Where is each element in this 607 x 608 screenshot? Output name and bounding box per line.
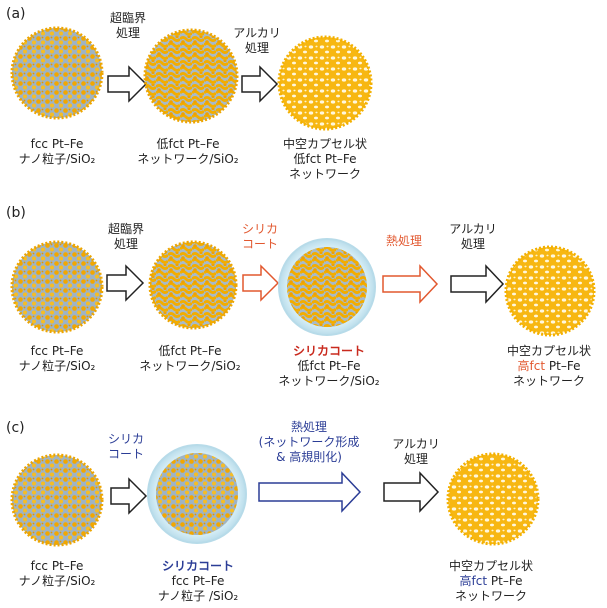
panel-c-step2-label: 熱処理 (ネットワーク形成 & 高規則化) bbox=[259, 420, 360, 465]
panel-a-caption-2-line2: ネットワーク/SiO₂ bbox=[137, 152, 239, 166]
panel-b-caption-3-line2: ネットワーク/SiO₂ bbox=[278, 374, 380, 388]
panel-b-silica-coated-network bbox=[278, 238, 376, 336]
panel-c-caption-1-line2: ナノ粒子/SiO₂ bbox=[18, 574, 96, 588]
panel-a-caption-3-line2: 低fct Pt–Fe bbox=[293, 152, 357, 166]
panel-a-caption-1-line2: ナノ粒子/SiO₂ bbox=[18, 152, 96, 166]
panel-c-caption-2-line1: fcc Pt–Fe bbox=[171, 574, 225, 588]
panel-a-step1-label: 超臨界 処理 bbox=[110, 11, 146, 41]
panel-c-caption-3: 中空カプセル状 高fct Pt–Fe ネットワーク bbox=[449, 559, 533, 604]
panel-c-step2-line3: & 高規則化) bbox=[276, 450, 342, 464]
panel-a-particle-network bbox=[143, 28, 239, 124]
panel-b-caption-2: 低fct Pt–Fe ネットワーク/SiO₂ bbox=[139, 344, 240, 374]
panel-b-label: (b) bbox=[6, 205, 26, 221]
panel-b-particle-network bbox=[148, 240, 238, 330]
panel-c-caption-1-line1: fcc Pt–Fe bbox=[30, 559, 84, 573]
panel-c-step3-line2: 処理 bbox=[403, 452, 428, 466]
panel-c-step1-line2: コート bbox=[107, 447, 145, 461]
panel-c-hollow-capsule bbox=[446, 452, 540, 546]
panel-b-step2-label: シリカ コート bbox=[242, 222, 278, 252]
panel-b-step1-label: 超臨界 処理 bbox=[108, 222, 144, 252]
panel-c-caption-2-title: シリカコート bbox=[161, 559, 234, 573]
panel-b-caption-4-line1: 中空カプセル状 bbox=[506, 344, 592, 358]
panel-c-caption-1: fcc Pt–Fe ナノ粒子/SiO₂ bbox=[19, 559, 96, 589]
panel-c-caption-3-line1: 中空カプセル状 bbox=[448, 559, 534, 573]
panel-b-step2-line2: コート bbox=[241, 237, 279, 251]
panel-b-caption-4-rest: Pt–Fe bbox=[545, 359, 581, 373]
panel-b-step3-label: 熱処理 bbox=[385, 234, 423, 248]
panel-b-arrow-1 bbox=[106, 264, 145, 302]
panel-c-step3-line1: アルカリ bbox=[392, 437, 440, 451]
panel-a-step1-line2: 処理 bbox=[115, 26, 141, 40]
panel-b-caption-2-line1: 低fct Pt–Fe bbox=[158, 344, 222, 358]
panel-b-caption-3-title: シリカコート bbox=[292, 344, 366, 358]
panel-a-caption-2-line1: 低fct Pt–Fe bbox=[156, 137, 220, 151]
panel-b-caption-4-line2: 高fct Pt–Fe bbox=[507, 359, 591, 374]
panel-b-caption-4: 中空カプセル状 高fct Pt–Fe ネットワーク bbox=[507, 344, 591, 389]
panel-a-hollow-capsule bbox=[277, 35, 373, 131]
panel-a-caption-1: fcc Pt–Fe ナノ粒子/SiO₂ bbox=[19, 137, 96, 167]
panel-c-arrow-1 bbox=[110, 477, 148, 515]
panel-b-caption-4-line3: ネットワーク bbox=[512, 374, 586, 388]
panel-c-caption-3-highlight: 高fct bbox=[459, 574, 488, 588]
panel-b-caption-4-highlight: 高fct bbox=[517, 359, 546, 373]
panel-c-particle-solid bbox=[10, 453, 104, 547]
panel-c-label: (c) bbox=[6, 420, 25, 436]
panel-a-step2-line1: アルカリ bbox=[233, 26, 281, 40]
panel-c-caption-2: シリカコート fcc Pt–Fe ナノ粒子 /SiO₂ bbox=[158, 559, 238, 604]
panel-b-arrow-2-red bbox=[242, 264, 280, 302]
panel-c-caption-2-line2: ナノ粒子 /SiO₂ bbox=[157, 589, 239, 603]
panel-a-caption-1-line1: fcc Pt–Fe bbox=[30, 137, 84, 151]
panel-a-step1-line1: 超臨界 bbox=[109, 11, 147, 25]
panel-c-step2-line1: 熱処理 bbox=[290, 420, 327, 434]
panel-a-step2-line2: 処理 bbox=[244, 41, 269, 55]
panel-b-arrow-4 bbox=[450, 264, 505, 304]
panel-c-step3-label: アルカリ 処理 bbox=[392, 437, 440, 467]
panel-b-step4-label: アルカリ 処理 bbox=[449, 222, 497, 252]
panel-a-step2-label: アルカリ 処理 bbox=[233, 26, 281, 56]
panel-c-step1-line1: シリカ bbox=[107, 432, 145, 446]
panel-b-hollow-capsule bbox=[504, 245, 596, 337]
panel-b-step1-line1: 超臨界 bbox=[107, 222, 145, 236]
panel-c-arrow-3 bbox=[383, 471, 440, 513]
panel-b-caption-1-line2: ナノ粒子/SiO₂ bbox=[18, 359, 96, 373]
panel-c-caption-3-rest: Pt–Fe bbox=[487, 574, 523, 588]
panel-b-caption-1: fcc Pt–Fe ナノ粒子/SiO₂ bbox=[19, 344, 96, 374]
panel-b-caption-2-line2: ネットワーク/SiO₂ bbox=[139, 359, 241, 373]
panel-c-step1-label: シリカ コート bbox=[108, 432, 144, 462]
panel-c-caption-3-line2: 高fct Pt–Fe bbox=[449, 574, 533, 589]
panel-a-arrow-2 bbox=[241, 65, 279, 103]
panel-a-caption-2: 低fct Pt–Fe ネットワーク/SiO₂ bbox=[137, 137, 238, 167]
panel-b-step2-line1: シリカ bbox=[241, 222, 279, 236]
panel-b-arrow-3-red bbox=[382, 264, 439, 304]
panel-a-caption-3-line1: 中空カプセル状 bbox=[282, 137, 368, 151]
panel-b-caption-3: シリカコート 低fct Pt–Fe ネットワーク/SiO₂ bbox=[278, 344, 379, 389]
panel-a-arrow-1 bbox=[107, 65, 148, 103]
panel-b-particle-solid bbox=[10, 240, 104, 334]
panel-c-silica-coated-particle bbox=[147, 444, 247, 544]
panel-a-particle-solid bbox=[10, 26, 104, 120]
panel-b-caption-1-line1: fcc Pt–Fe bbox=[30, 344, 84, 358]
panel-a-caption-3: 中空カプセル状 低fct Pt–Fe ネットワーク bbox=[283, 137, 367, 182]
panel-b-step4-line2: 処理 bbox=[460, 237, 485, 251]
panel-c-caption-3-line3: ネットワーク bbox=[454, 589, 528, 603]
panel-b-step1-line2: 処理 bbox=[113, 237, 139, 251]
panel-b-caption-3-line1: 低fct Pt–Fe bbox=[297, 359, 361, 373]
panel-c-step2-line2: (ネットワーク形成 bbox=[258, 435, 360, 449]
panel-c-arrow-2-blue bbox=[258, 471, 362, 513]
panel-a-label: (a) bbox=[6, 6, 26, 22]
panel-b-step4-line1: アルカリ bbox=[449, 222, 497, 236]
panel-a-caption-3-line3: ネットワーク bbox=[288, 167, 362, 181]
